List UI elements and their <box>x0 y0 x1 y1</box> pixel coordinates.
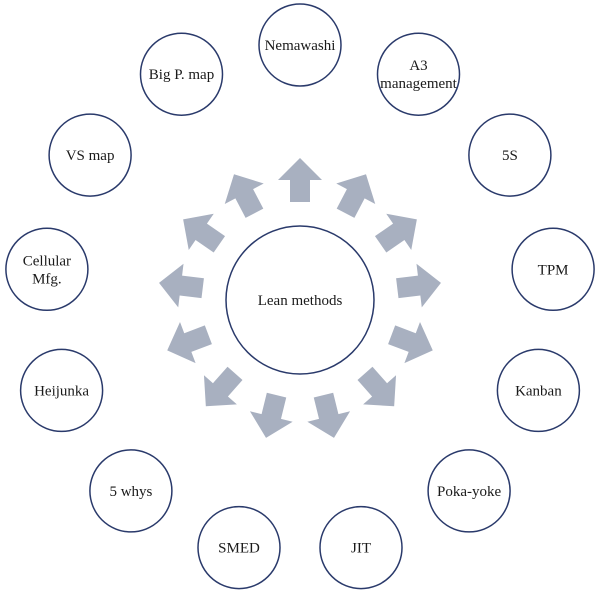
method-label: TPM <box>538 262 569 278</box>
method-label: Big P. map <box>149 67 214 83</box>
arrow-to-vs-map <box>183 213 226 253</box>
method-label: management <box>380 76 457 92</box>
method-circle <box>48 113 132 197</box>
method-circle <box>5 227 89 312</box>
method-label: Poka-yoke <box>437 484 501 500</box>
method-node-5s: 5S <box>468 113 552 197</box>
method-circle <box>496 348 581 433</box>
method-label: Heijunka <box>34 383 89 399</box>
method-node-kanban: Kanban <box>496 348 581 433</box>
method-circle <box>89 449 173 533</box>
method-circle <box>427 449 511 533</box>
method-node-a3-management: A3 management <box>376 32 461 116</box>
method-node-nemawashi: Nemawashi <box>258 3 342 87</box>
method-label: 5S <box>502 148 518 164</box>
method-node-heijunka: Heijunka <box>19 348 104 433</box>
method-node-vs-map: VS map <box>48 113 132 197</box>
center-circle <box>225 225 375 375</box>
method-label: Mfg. <box>32 271 62 287</box>
arrow-to-jit <box>307 392 351 438</box>
arrow-to-a3-management <box>336 174 376 218</box>
method-label: VS map <box>66 148 115 164</box>
method-node-tpm: TPM <box>511 227 595 312</box>
method-node-jit: JIT <box>319 505 403 590</box>
method-circle <box>319 505 403 590</box>
method-circle <box>511 227 595 312</box>
method-label: 5 whys <box>109 484 152 500</box>
method-node-smed: SMED <box>197 505 281 590</box>
method-label: Nemawashi <box>265 38 336 54</box>
center-node: Lean methods <box>225 225 375 375</box>
method-label: Cellular <box>23 253 71 269</box>
method-label: Kanban <box>515 383 562 399</box>
method-node-big-p-map: Big P. map <box>139 32 224 116</box>
method-circle <box>468 113 552 197</box>
method-label: JIT <box>351 541 371 557</box>
method-label: A3 <box>409 58 427 74</box>
arrow-to-big-p-map <box>224 174 264 218</box>
method-circle <box>139 32 224 116</box>
center-label: Lean methods <box>258 293 343 309</box>
arrow-to-kanban <box>388 321 433 364</box>
arrow-to-cellular-mfg <box>159 263 204 308</box>
arrow-to-5-whys <box>203 366 243 407</box>
arrow-to-5s <box>374 213 417 253</box>
method-circle <box>376 32 461 116</box>
method-circle <box>258 3 342 87</box>
arrows-group <box>159 158 441 438</box>
method-node-5-whys: 5 whys <box>89 449 173 533</box>
arrow-to-smed <box>249 392 293 438</box>
arrow-to-nemawashi <box>278 158 322 202</box>
arrow-to-tpm <box>396 263 441 308</box>
method-label: SMED <box>218 541 260 557</box>
method-circle <box>19 348 104 433</box>
method-node-poka-yoke: Poka-yoke <box>427 449 511 533</box>
method-circle <box>197 505 281 590</box>
arrow-to-poka-yoke <box>357 366 397 407</box>
arrow-to-heijunka <box>167 321 212 364</box>
